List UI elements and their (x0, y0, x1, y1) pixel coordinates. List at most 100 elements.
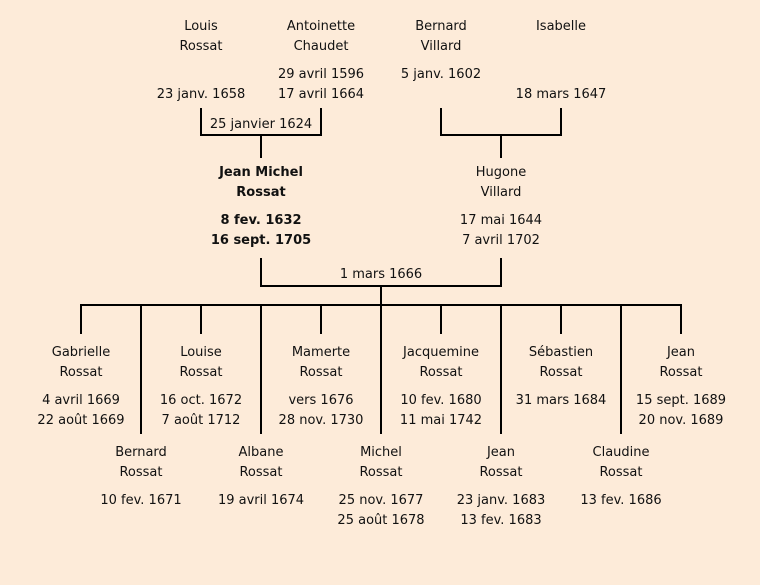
connector-line (500, 258, 502, 287)
birth-date: 29 avril 1596 (277, 67, 365, 82)
last-name: Rossat (119, 465, 163, 480)
death-date: 11 mai 1742 (399, 413, 483, 428)
child-connector-line (500, 305, 502, 434)
birth-date: 17 mai 1644 (459, 213, 543, 228)
birth-date (136, 65, 266, 85)
birth-date: 13 fev. 1686 (580, 493, 662, 508)
child-connector-line (680, 305, 682, 334)
last-name: Rossat (359, 465, 403, 480)
first-name: Louis (184, 19, 218, 34)
first-name: Bernard (115, 445, 167, 460)
birth-date: 15 sept. 1689 (635, 393, 727, 408)
connector-line (200, 108, 202, 136)
death-date: 22 août 1669 (37, 413, 125, 428)
birth-date: 25 nov. 1677 (338, 493, 424, 508)
child-connector-line (380, 305, 382, 434)
death-date: 23 janv. 1658 (156, 87, 246, 102)
birth-date: 19 avril 1674 (217, 493, 305, 508)
death-date: 7 août 1712 (161, 413, 241, 428)
first-name: Jean (486, 445, 516, 460)
last-name: Rossat (179, 39, 223, 54)
first-name: Bernard (415, 19, 467, 34)
birth-date: 16 oct. 1672 (159, 393, 243, 408)
birth-date: 8 fev. 1632 (220, 213, 302, 228)
birth-date: 5 janv. 1602 (400, 67, 482, 82)
first-name: Antoinette (286, 19, 356, 34)
first-name: Gabrielle (51, 345, 111, 360)
marriage-date-parents: 1 mars 1666 (339, 267, 423, 282)
connector-line (380, 286, 382, 306)
connector-line (500, 135, 502, 158)
birth-date: vers 1676 (288, 393, 354, 408)
child-connector-line (200, 305, 202, 334)
first-name: Jacquemine (403, 345, 479, 360)
death-date: 25 août 1678 (337, 513, 425, 528)
first-name: Claudine (592, 445, 650, 460)
death-date: 28 nov. 1730 (278, 413, 364, 428)
child-connector-line (440, 305, 442, 334)
connector-line (440, 108, 442, 136)
first-name: Michel (360, 445, 402, 460)
person-louis-rossat: Louis Rossat 23 janv. 1658 (136, 17, 266, 105)
birth-date: 10 fev. 1671 (100, 493, 182, 508)
first-name: Jean Michel (219, 165, 303, 180)
person-bernard-villard: Bernard Villard 5 janv. 1602 (376, 17, 506, 85)
death-date: 7 avril 1702 (462, 233, 540, 248)
last-name: Rossat (239, 465, 283, 480)
death-date: 17 avril 1664 (277, 87, 365, 102)
last-name: Rossat (179, 365, 223, 380)
person-isabelle: Isabelle 18 mars 1647 (496, 17, 626, 105)
marriage-date-paternal-grandparents: 25 janvier 1624 (209, 117, 313, 132)
last-name: Rossat (539, 365, 583, 380)
last-name: Villard (420, 39, 462, 54)
last-name: Rossat (659, 365, 703, 380)
child-connector-line (80, 305, 82, 334)
child-connector-line (320, 305, 322, 334)
person-jean-michel-rossat: Jean Michel Rossat 8 fev. 1632 16 sept. … (196, 163, 326, 251)
first-name: Sébastien (528, 345, 594, 360)
death-date: 20 nov. 1689 (638, 413, 724, 428)
child-connector-line (560, 305, 562, 334)
last-name: Rossat (299, 365, 343, 380)
child-connector-line (140, 305, 142, 434)
child-connector-line (260, 305, 262, 434)
death-date: 18 mars 1647 (515, 87, 607, 102)
last-name: Rossat (236, 185, 286, 200)
birth-date: 23 janv. 1683 (456, 493, 546, 508)
last-name: Rossat (59, 365, 103, 380)
birth-date: 10 fev. 1680 (400, 393, 482, 408)
person-hugone-villard: Hugone Villard 17 mai 1644 7 avril 1702 (436, 163, 566, 251)
birth-date: 4 avril 1669 (42, 393, 120, 408)
death-date: 13 fev. 1683 (460, 513, 542, 528)
last-name: Rossat (419, 365, 463, 380)
connector-line (260, 258, 262, 287)
first-name: Albane (238, 445, 284, 460)
last-name: Chaudet (293, 39, 349, 54)
last-name: Rossat (599, 465, 643, 480)
person-antoinette-chaudet: Antoinette Chaudet 29 avril 1596 17 avri… (256, 17, 386, 105)
first-name: Hugone (475, 165, 527, 180)
birth-date: 31 mars 1684 (515, 393, 607, 408)
connector-line (560, 108, 562, 136)
last-name: Rossat (479, 465, 523, 480)
child-connector-line (620, 305, 622, 434)
first-name: Isabelle (535, 19, 587, 34)
last-name (496, 37, 626, 57)
first-name: Jean (666, 345, 696, 360)
death-date: 16 sept. 1705 (210, 233, 312, 248)
birth-date (496, 65, 626, 85)
connector-line (320, 108, 322, 136)
connector-line (260, 135, 262, 158)
